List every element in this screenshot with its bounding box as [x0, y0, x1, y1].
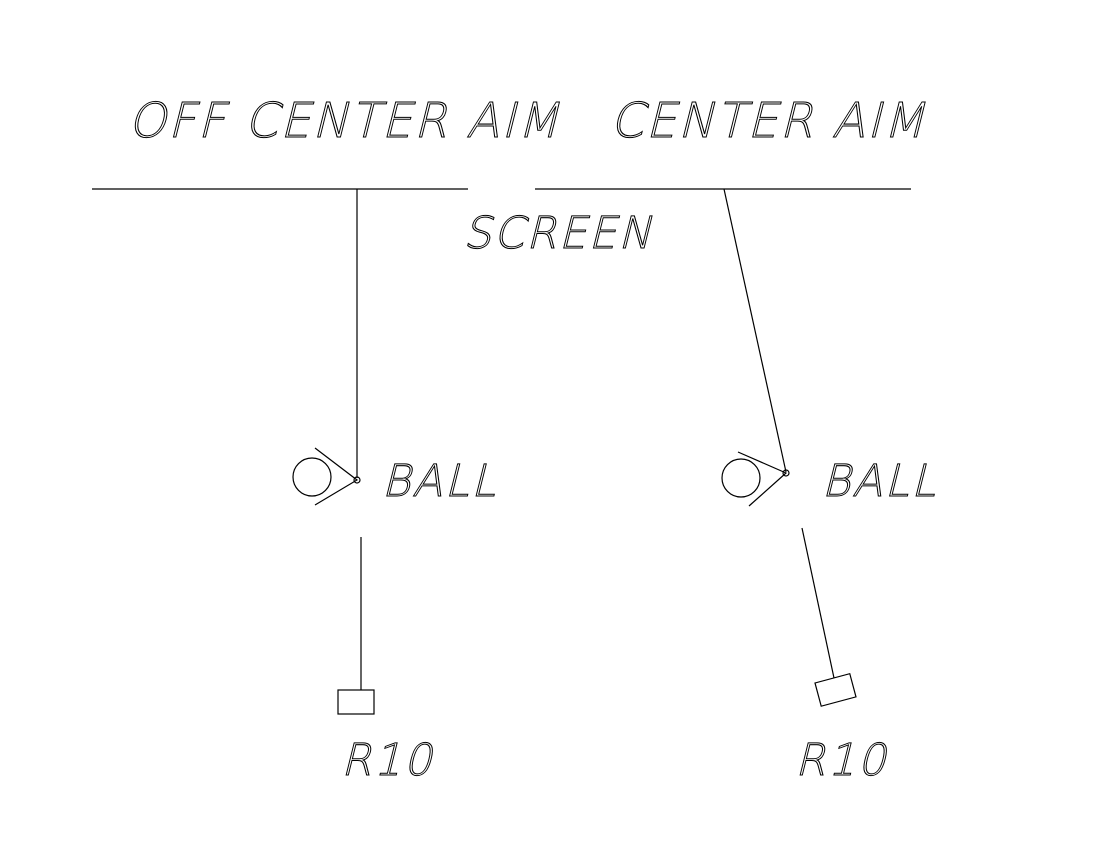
left-ball-icon — [292, 447, 361, 506]
right-aim-line — [723, 188, 787, 473]
right-r10-label: R10 — [792, 735, 897, 786]
right-ball-icon — [721, 451, 790, 507]
right-rod-line — [801, 527, 835, 679]
screen-label: SCREEN — [460, 208, 662, 259]
left-ball-label: BALL — [379, 456, 508, 507]
left-r10-label: R10 — [338, 735, 443, 786]
center-aim-title: CENTER AIM — [607, 94, 937, 149]
right-ball-label: BALL — [819, 456, 948, 507]
right-r10-target — [814, 672, 857, 707]
off-center-aim-title: OFF CENTER AIM — [125, 94, 571, 149]
left-r10-target — [337, 689, 375, 715]
